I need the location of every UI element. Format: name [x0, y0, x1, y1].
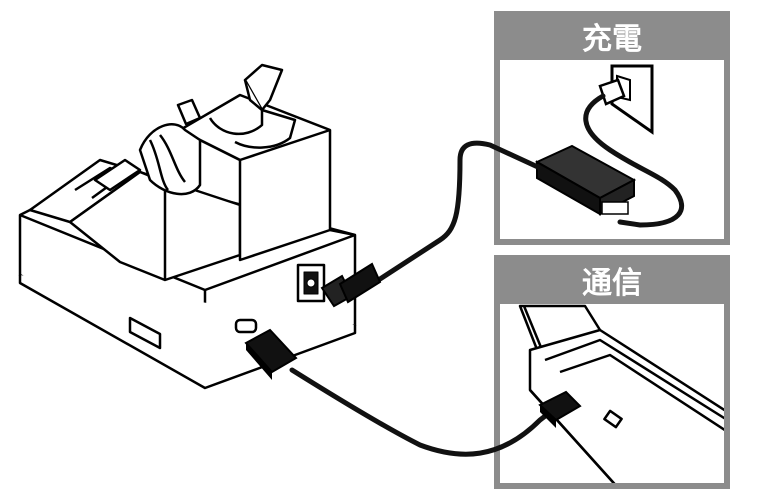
usb-cable: [289, 367, 556, 457]
communication-panel-title: 通信: [582, 266, 642, 301]
usb-port: [234, 318, 258, 334]
charge-panel-title: 充電: [582, 22, 642, 57]
charging-cradle-icon: [18, 63, 357, 390]
ac-cable: [583, 93, 685, 228]
usb-plug-cradle-icon: [244, 328, 298, 380]
dc-cable: [357, 140, 543, 295]
usb-plug-laptop-icon: [538, 390, 582, 428]
dc-plug-icon: [320, 262, 382, 308]
charge-panel: 充電: [494, 11, 730, 245]
laptop-icon: [518, 304, 724, 483]
ac-adapter-icon: [534, 144, 637, 216]
charge-panel-header: [497, 14, 727, 60]
communication-panel-header: [497, 258, 727, 304]
communication-panel: 通信: [494, 255, 730, 489]
